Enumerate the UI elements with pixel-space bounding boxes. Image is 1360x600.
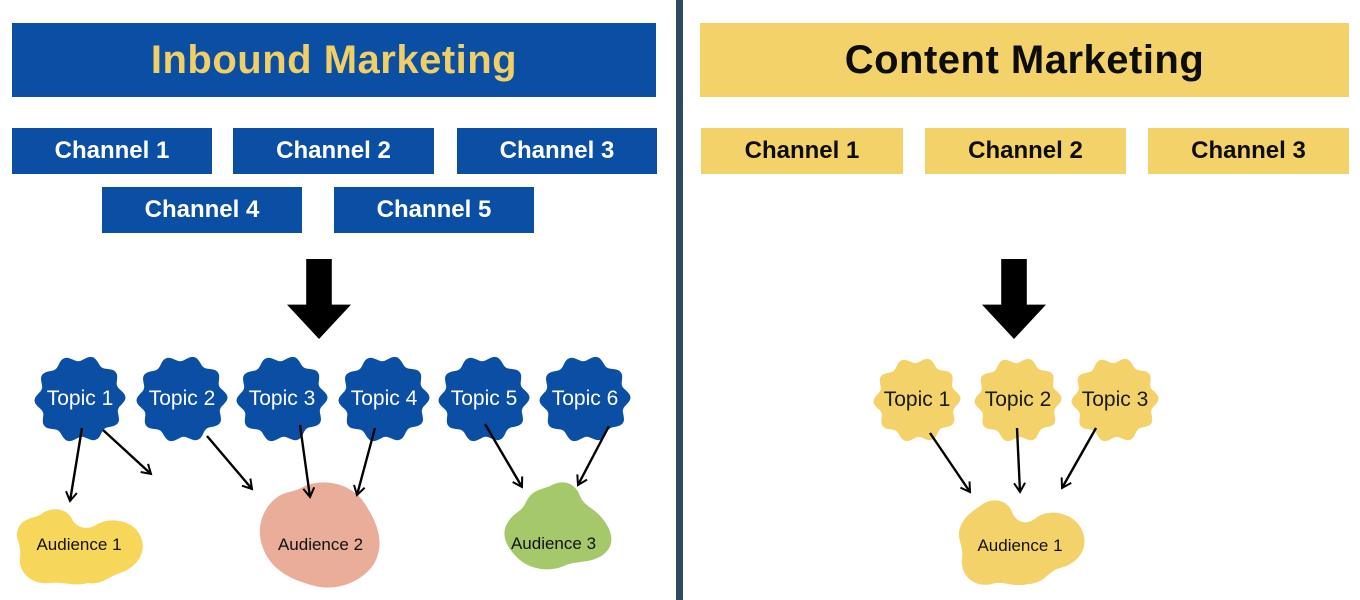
organic-blob-icon bbox=[504, 482, 612, 570]
audience-label: Audience 2 bbox=[277, 535, 364, 554]
inbound-channel-3: Channel 3 bbox=[457, 128, 657, 174]
content-marketing-title: Content Marketing bbox=[700, 23, 1349, 97]
inbound-marketing-title: Inbound Marketing bbox=[12, 23, 656, 97]
topic-label: Topic 1 bbox=[46, 387, 114, 410]
big-down-arrow-icon bbox=[287, 259, 351, 339]
scallop-blob-icon bbox=[236, 356, 328, 442]
topic-blob: Topic 2 bbox=[974, 357, 1062, 443]
scallop-blob-icon bbox=[539, 356, 631, 442]
audience-blob: Audience 3 bbox=[492, 478, 615, 575]
scallop-blob-icon bbox=[974, 358, 1062, 442]
organic-blob-icon bbox=[16, 509, 143, 585]
panel-divider bbox=[676, 0, 683, 600]
channel-label: Channel 3 bbox=[499, 137, 615, 164]
topic-blob: Topic 6 bbox=[539, 355, 631, 443]
topic-label: Topic 3 bbox=[248, 387, 316, 410]
inbound-channel-2: Channel 2 bbox=[233, 128, 434, 174]
channel-label: Channel 2 bbox=[276, 137, 391, 164]
content-channel-3: Channel 3 bbox=[1148, 128, 1349, 174]
audience-label: Audience 1 bbox=[977, 536, 1063, 555]
content-channel-2: Channel 2 bbox=[925, 128, 1126, 174]
thin-arrow-topic2-audience2 bbox=[206, 435, 254, 491]
topic-label: Topic 2 bbox=[984, 388, 1052, 411]
topic-blob: Topic 3 bbox=[1071, 357, 1159, 443]
topic-label: Topic 5 bbox=[450, 387, 518, 410]
channel-label: Channel 5 bbox=[376, 196, 492, 223]
channel-label: Channel 3 bbox=[1191, 137, 1306, 164]
content-channel-1: Channel 1 bbox=[701, 128, 903, 174]
audience-label: Audience 3 bbox=[510, 534, 597, 553]
topic-blob: Topic 3 bbox=[236, 355, 328, 443]
topic-label: Topic 4 bbox=[350, 387, 418, 410]
scallop-blob-icon bbox=[873, 358, 961, 442]
scallop-blob-icon bbox=[438, 356, 530, 442]
channel-label: Channel 2 bbox=[968, 137, 1083, 164]
topic-blob: Topic 4 bbox=[338, 355, 430, 443]
topic-label: Topic 1 bbox=[883, 388, 951, 411]
inbound-channel-4: Channel 4 bbox=[102, 187, 302, 233]
page-title: Content Marketing bbox=[844, 37, 1205, 82]
audience-blob: Audience 1 bbox=[948, 492, 1092, 592]
inbound-channel-5: Channel 5 bbox=[334, 187, 534, 233]
audience-blob: Audience 1 bbox=[10, 497, 148, 588]
organic-blob-icon bbox=[259, 482, 380, 588]
scallop-blob-icon bbox=[34, 356, 126, 442]
channel-label: Channel 1 bbox=[744, 137, 860, 164]
scallop-blob-icon bbox=[1071, 358, 1159, 442]
page-title: Inbound Marketing bbox=[150, 37, 518, 82]
inbound-channel-1: Channel 1 bbox=[12, 128, 212, 174]
scallop-blob-icon bbox=[338, 356, 430, 442]
topic-label: Topic 3 bbox=[1081, 388, 1149, 411]
channel-label: Channel 1 bbox=[54, 137, 170, 164]
topic-blob: Topic 5 bbox=[438, 355, 530, 443]
topic-blob: Topic 1 bbox=[34, 355, 126, 443]
big-down-arrow-icon bbox=[982, 259, 1046, 339]
organic-blob-icon bbox=[958, 500, 1085, 586]
scallop-blob-icon bbox=[136, 356, 228, 442]
topic-label: Topic 6 bbox=[551, 387, 619, 410]
topic-label: Topic 2 bbox=[148, 387, 216, 410]
audience-blob: Audience 2 bbox=[253, 478, 388, 592]
audience-label: Audience 1 bbox=[36, 535, 122, 554]
topic-blob: Topic 1 bbox=[873, 357, 961, 443]
topic-blob: Topic 2 bbox=[136, 355, 228, 443]
channel-label: Channel 4 bbox=[144, 196, 260, 223]
